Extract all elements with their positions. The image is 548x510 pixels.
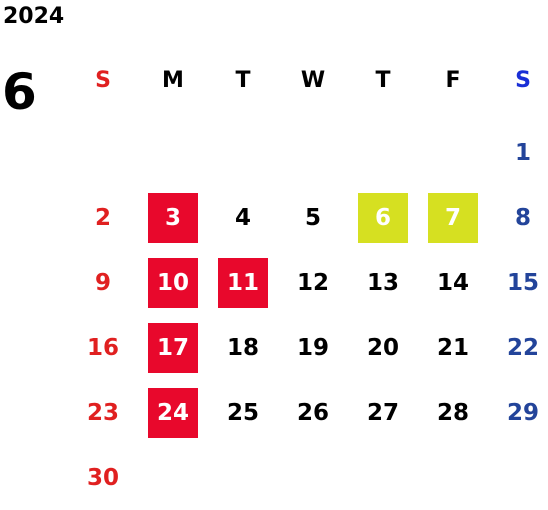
weekday-header: W <box>300 68 326 93</box>
day-cell[interactable]: 18 <box>208 315 278 380</box>
day-number: 20 <box>366 334 399 361</box>
day-number: 10 <box>148 257 198 308</box>
empty-day-cell <box>278 120 348 185</box>
day-cell[interactable]: 19 <box>278 315 348 380</box>
day-cell-highlighted[interactable]: 7 <box>418 185 488 250</box>
day-number: 14 <box>436 269 469 296</box>
day-number: 18 <box>226 334 259 361</box>
day-cell[interactable]: 1 <box>488 120 548 185</box>
day-number: 4 <box>234 204 251 231</box>
day-cell[interactable]: 20 <box>348 315 418 380</box>
day-cell-highlighted[interactable]: 6 <box>348 185 418 250</box>
year-label: 2024 <box>3 4 65 29</box>
day-number: 28 <box>436 399 469 426</box>
day-cell[interactable]: 16 <box>68 315 138 380</box>
day-cell[interactable]: 5 <box>278 185 348 250</box>
day-cell[interactable]: 27 <box>348 380 418 445</box>
day-cell[interactable]: 15 <box>488 250 548 315</box>
day-cell[interactable]: 22 <box>488 315 548 380</box>
day-cell[interactable]: 8 <box>488 185 548 250</box>
day-cell[interactable]: 14 <box>418 250 488 315</box>
day-number: 21 <box>436 334 469 361</box>
day-number: 1 <box>514 139 531 166</box>
day-number: 9 <box>94 269 111 296</box>
day-cell-highlighted[interactable]: 3 <box>138 185 208 250</box>
empty-day-cell <box>348 120 418 185</box>
empty-day-cell <box>208 120 278 185</box>
day-number: 25 <box>226 399 259 426</box>
day-number: 17 <box>148 322 198 373</box>
day-number: 26 <box>296 399 329 426</box>
day-cell[interactable]: 13 <box>348 250 418 315</box>
day-number: 29 <box>506 399 539 426</box>
day-number: 15 <box>506 269 539 296</box>
day-cell[interactable]: 26 <box>278 380 348 445</box>
day-number: 6 <box>358 192 408 243</box>
day-number: 2 <box>94 204 111 231</box>
day-cell-highlighted[interactable]: 10 <box>138 250 208 315</box>
day-cell[interactable]: 25 <box>208 380 278 445</box>
day-cell[interactable]: 2 <box>68 185 138 250</box>
day-number: 19 <box>296 334 329 361</box>
day-number: 24 <box>148 387 198 438</box>
day-cell-highlighted[interactable]: 11 <box>208 250 278 315</box>
day-number: 3 <box>148 192 198 243</box>
empty-day-cell <box>418 120 488 185</box>
weekday-header: T <box>375 68 391 93</box>
day-number: 27 <box>366 399 399 426</box>
day-number: 5 <box>304 204 321 231</box>
day-number: 11 <box>218 257 268 308</box>
day-number: 13 <box>366 269 399 296</box>
day-number: 23 <box>86 399 119 426</box>
day-cell[interactable]: 29 <box>488 380 548 445</box>
day-cell[interactable]: 9 <box>68 250 138 315</box>
day-number: 8 <box>514 204 531 231</box>
day-number: 22 <box>506 334 539 361</box>
day-cell[interactable]: 28 <box>418 380 488 445</box>
day-number: 16 <box>86 334 119 361</box>
empty-day-cell <box>138 120 208 185</box>
day-cell[interactable]: 4 <box>208 185 278 250</box>
month-label: 6 <box>2 63 37 121</box>
empty-day-cell <box>68 120 138 185</box>
day-number: 12 <box>296 269 329 296</box>
day-cell[interactable]: 23 <box>68 380 138 445</box>
weekday-header: F <box>445 68 461 93</box>
day-cell[interactable]: 30 <box>68 445 138 510</box>
weekday-header: S <box>95 68 111 93</box>
day-cell[interactable]: 12 <box>278 250 348 315</box>
day-number: 30 <box>86 464 119 491</box>
day-cell[interactable]: 21 <box>418 315 488 380</box>
weekday-header: T <box>235 68 251 93</box>
day-cell-highlighted[interactable]: 17 <box>138 315 208 380</box>
weekday-header: S <box>515 68 531 93</box>
weekday-header: M <box>162 68 184 93</box>
day-number: 7 <box>428 192 478 243</box>
day-cell-highlighted[interactable]: 24 <box>138 380 208 445</box>
